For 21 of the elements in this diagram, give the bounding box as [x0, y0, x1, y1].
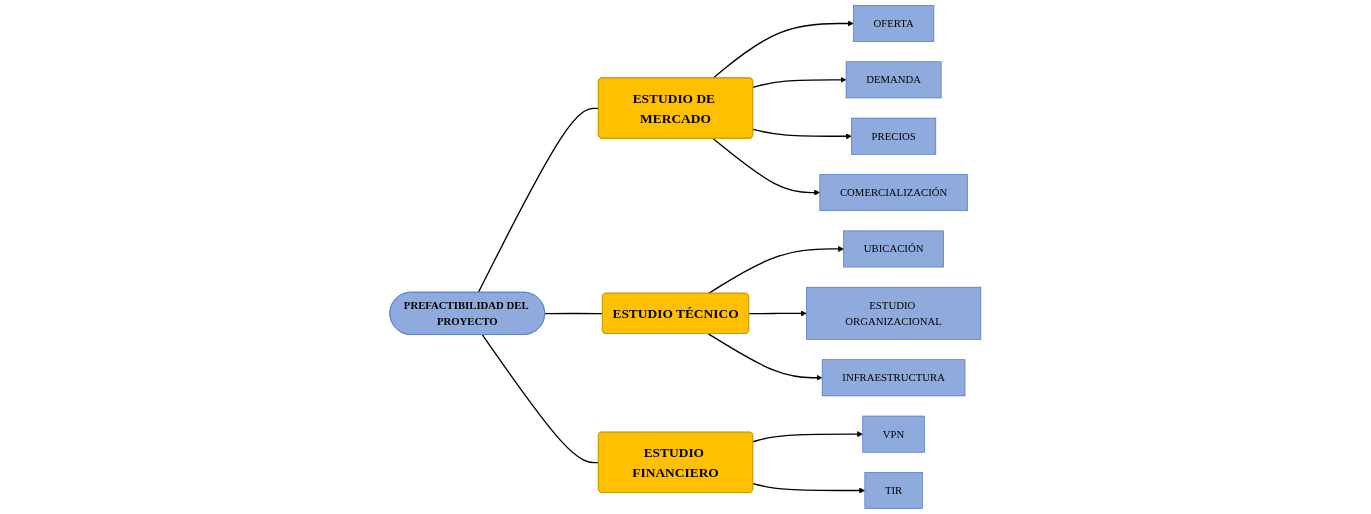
node-box: PRECIOS	[851, 117, 937, 155]
arrow	[752, 482, 866, 494]
arrow	[712, 137, 821, 196]
connector	[481, 334, 600, 464]
connector	[477, 107, 600, 294]
arrow	[748, 310, 807, 317]
node-box: ESTUDIO ORGANIZACIONAL	[806, 286, 982, 340]
node-box: INFRAESTRUCTURA	[822, 359, 966, 397]
node-box: UBICACIÓN	[843, 230, 945, 268]
arrow	[752, 76, 847, 89]
node-box: COMERCIALIZACIÓN	[819, 174, 968, 212]
node-box: VPN	[862, 415, 925, 453]
arrow	[707, 333, 823, 381]
arrow	[752, 431, 864, 443]
connector	[544, 312, 604, 315]
node-box: DEMANDA	[845, 61, 942, 99]
arrow	[712, 20, 854, 79]
node-box: OFERTA	[853, 5, 935, 42]
arrow	[752, 128, 852, 140]
arrow	[707, 246, 845, 295]
node-box: TIR	[864, 472, 923, 509]
